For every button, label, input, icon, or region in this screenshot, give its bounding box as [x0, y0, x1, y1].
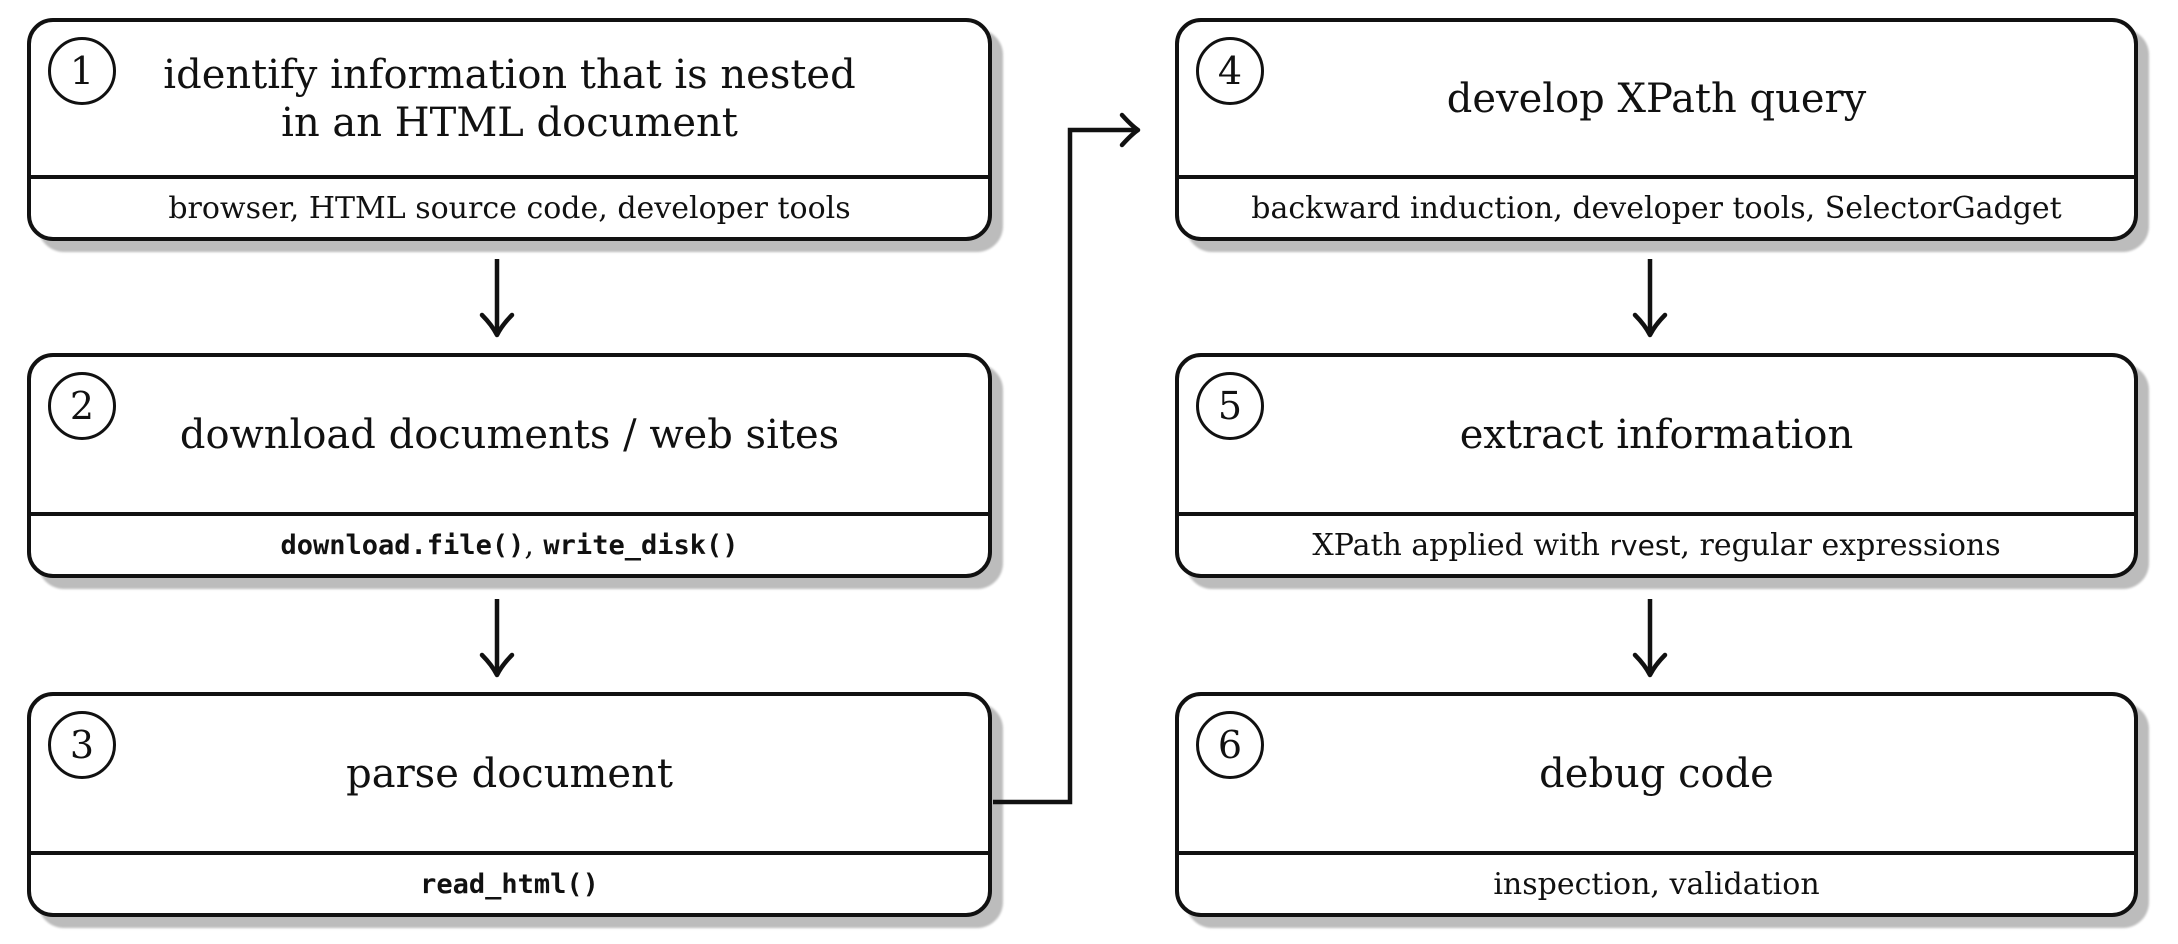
subtitle-text: , regular expressions — [1680, 527, 2001, 563]
step-title: extract information — [1459, 411, 1854, 458]
step-box-5: 5 extract information XPath applied with… — [1175, 353, 2138, 578]
arrow-down-icon — [1632, 599, 1668, 678]
divider — [31, 175, 988, 179]
elbow-connector-arrow-icon — [993, 112, 1141, 805]
divider — [1179, 512, 2134, 516]
subtitle-code: write_disk() — [543, 529, 739, 561]
divider — [1179, 175, 2134, 179]
step-box-2: 2 download documents / web sites downloa… — [27, 353, 992, 578]
step-box-3: 3 parse document read_html() — [27, 692, 992, 917]
step-number-badge: 3 — [48, 711, 116, 779]
subtitle-text: browser, HTML source code, developer too… — [168, 190, 851, 226]
divider — [1179, 851, 2134, 855]
step-number-badge: 2 — [48, 372, 116, 440]
step-box-6: 6 debug code inspection, validation — [1175, 692, 2138, 917]
subtitle-text: , — [524, 527, 544, 563]
step-subtitle: backward induction, developer tools, Sel… — [1179, 179, 2134, 237]
subtitle-code: download.file() — [280, 529, 525, 561]
divider — [31, 512, 988, 516]
step-title: parse document — [346, 750, 673, 797]
step-title: debug code — [1539, 750, 1774, 797]
step-subtitle: inspection, validation — [1179, 855, 2134, 913]
step-subtitle: XPath applied with rvest, regular expres… — [1179, 516, 2134, 574]
step-number-badge: 5 — [1196, 372, 1264, 440]
arrow-down-icon — [1632, 259, 1668, 338]
step-subtitle: read_html() — [31, 855, 988, 913]
step-number-badge: 6 — [1196, 711, 1264, 779]
step-title: develop XPath query — [1446, 75, 1867, 122]
subtitle-text: XPath applied with — [1312, 527, 1610, 563]
subtitle-text: inspection, validation — [1493, 866, 1820, 902]
subtitle-package-name: rvest — [1609, 528, 1681, 562]
step-title: download documents / web sites — [179, 411, 840, 458]
arrow-down-icon — [479, 259, 515, 338]
step-subtitle: download.file(), write_disk() — [31, 516, 988, 574]
step-number-badge: 4 — [1196, 37, 1264, 105]
step-title: identify information that is nested in a… — [163, 51, 856, 146]
step-box-1: 1 identify information that is nested in… — [27, 18, 992, 241]
subtitle-text: backward induction, developer tools, Sel… — [1251, 190, 2062, 226]
divider — [31, 851, 988, 855]
arrow-down-icon — [479, 599, 515, 678]
subtitle-code: read_html() — [420, 868, 599, 900]
step-number-badge: 1 — [48, 37, 116, 105]
step-box-4: 4 develop XPath query backward induction… — [1175, 18, 2138, 241]
step-subtitle: browser, HTML source code, developer too… — [31, 179, 988, 237]
